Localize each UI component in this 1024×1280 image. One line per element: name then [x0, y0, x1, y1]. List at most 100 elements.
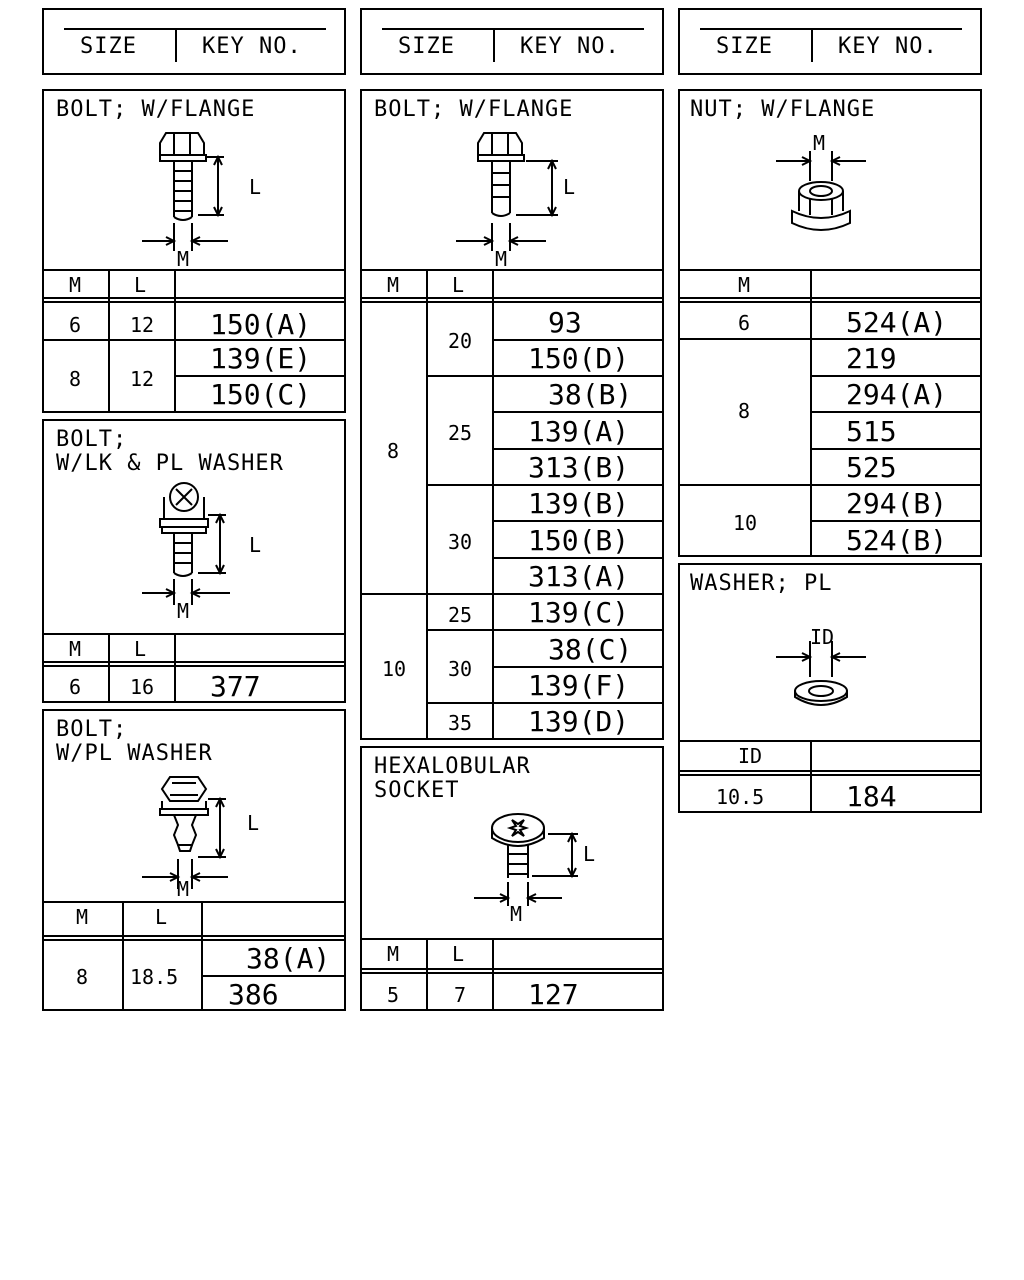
header-rule	[382, 28, 644, 30]
cell-m: 10	[382, 657, 407, 681]
key-number: 139(E)	[210, 342, 312, 375]
key-number: 38(C)	[548, 633, 633, 666]
cell-m: 8	[387, 439, 400, 463]
col-m-header: M	[69, 637, 82, 661]
row-rule	[492, 339, 662, 341]
col-divider	[492, 269, 494, 738]
header-double-rule	[44, 297, 344, 303]
row-rule	[810, 448, 980, 450]
col-id-header: ID	[738, 744, 763, 768]
key-number: 38(A)	[246, 942, 331, 975]
key-number: 150(B)	[528, 524, 630, 557]
panel-title-line1: HEXALOBULAR	[374, 754, 531, 779]
panel-title-line2: W/LK & PL WASHER	[56, 451, 284, 476]
key-number: 377	[210, 670, 261, 703]
panel-title-line1: BOLT;	[56, 717, 128, 742]
table-top-rule	[362, 938, 662, 940]
col-l-header: L	[134, 637, 147, 661]
dim-id-label: ID	[810, 625, 835, 649]
key-number: 150(D)	[528, 342, 630, 375]
row-rule	[426, 375, 662, 377]
flange-bolt-figure	[452, 127, 572, 263]
key-no-label: KEY NO.	[202, 34, 302, 59]
key-number: 150(C)	[210, 378, 312, 411]
key-number: 127	[528, 978, 579, 1011]
row-rule	[492, 666, 662, 668]
key-number: 313(A)	[528, 560, 630, 593]
key-number: 386	[228, 978, 279, 1011]
key-number: 139(B)	[528, 487, 630, 520]
panel-title-line2: W/PL WASHER	[56, 741, 213, 766]
key-no-label: KEY NO.	[838, 34, 938, 59]
header-double-rule	[44, 661, 344, 667]
cell-m: 8	[76, 965, 89, 989]
cell-m: 6	[69, 313, 82, 337]
col-l-header: L	[155, 905, 168, 929]
row-rule	[44, 339, 344, 341]
dim-m-label: M	[510, 902, 523, 926]
col-l-header: L	[452, 942, 465, 966]
table-top-rule	[44, 269, 344, 271]
size-label: SIZE	[398, 34, 455, 59]
dim-m-label: M	[177, 247, 190, 271]
bolt-lk-pl-washer-panel: BOLT; W/LK & PL WASHER L M M L 6 16 377	[42, 419, 346, 703]
table-top-rule	[362, 269, 662, 271]
bolt-pl-washer-panel: BOLT; W/PL WASHER L M M L 8 18.5 38(A) 3…	[42, 709, 346, 1011]
header-divider	[175, 28, 177, 62]
key-number: 150(A)	[210, 308, 312, 341]
header-double-rule	[44, 935, 344, 941]
col-divider	[108, 633, 110, 701]
header-box-2: SIZE KEY NO.	[360, 8, 664, 75]
row-rule	[426, 484, 662, 486]
row-rule	[174, 375, 344, 377]
plain-washer-figure	[770, 629, 890, 719]
lock-washer-bolt-figure	[134, 481, 254, 617]
col-divider	[426, 269, 428, 738]
header-double-rule	[362, 968, 662, 974]
header-rule	[700, 28, 962, 30]
panel-title-line1: BOLT;	[56, 427, 128, 452]
size-label: SIZE	[716, 34, 773, 59]
row-rule	[201, 975, 344, 977]
key-number: 294(B)	[846, 487, 948, 520]
cell-m: 6	[69, 675, 82, 699]
flange-nut-figure	[770, 141, 890, 245]
header-double-rule	[362, 297, 662, 303]
col-divider	[122, 901, 124, 1009]
row-rule	[426, 702, 662, 704]
header-double-rule	[680, 297, 980, 303]
row-rule	[492, 557, 662, 559]
table-top-rule	[680, 269, 980, 271]
dim-m-label: M	[177, 599, 190, 623]
header-box-3: SIZE KEY NO.	[678, 8, 982, 75]
panel-title: BOLT; W/FLANGE	[56, 97, 256, 122]
col-m-header: M	[69, 273, 82, 297]
dim-l-label: L	[563, 175, 576, 199]
washer-pl-panel: WASHER; PL ID ID 10.5 184	[678, 563, 982, 813]
cell-m: 5	[387, 983, 400, 1007]
bolt-flange-panel: BOLT; W/FLANGE L M M L 6 12 150(A) 8 12 …	[42, 89, 346, 413]
key-number: 515	[846, 415, 897, 448]
header-divider	[493, 28, 495, 62]
panel-title: NUT; W/FLANGE	[690, 97, 876, 122]
row-rule	[362, 593, 662, 595]
row-rule	[680, 338, 980, 340]
row-rule	[426, 629, 662, 631]
row-rule	[810, 375, 980, 377]
col-m-header: M	[387, 942, 400, 966]
flange-bolt-figure	[134, 127, 254, 263]
col-divider	[201, 901, 203, 1009]
row-rule	[492, 411, 662, 413]
nut-flange-panel: NUT; W/FLANGE M M 6 524(A) 8 219 294(A) …	[678, 89, 982, 557]
cell-m: 10	[733, 511, 758, 535]
size-label: SIZE	[80, 34, 137, 59]
key-number: 294(A)	[846, 378, 948, 411]
key-number: 139(A)	[528, 415, 630, 448]
dim-l-label: L	[249, 175, 262, 199]
dim-m-label: M	[177, 877, 190, 901]
dim-m-label: M	[813, 131, 826, 155]
cell-l: 20	[448, 329, 473, 353]
dim-l-label: L	[249, 533, 262, 557]
cell-l: 30	[448, 530, 473, 554]
col-divider	[174, 633, 176, 701]
